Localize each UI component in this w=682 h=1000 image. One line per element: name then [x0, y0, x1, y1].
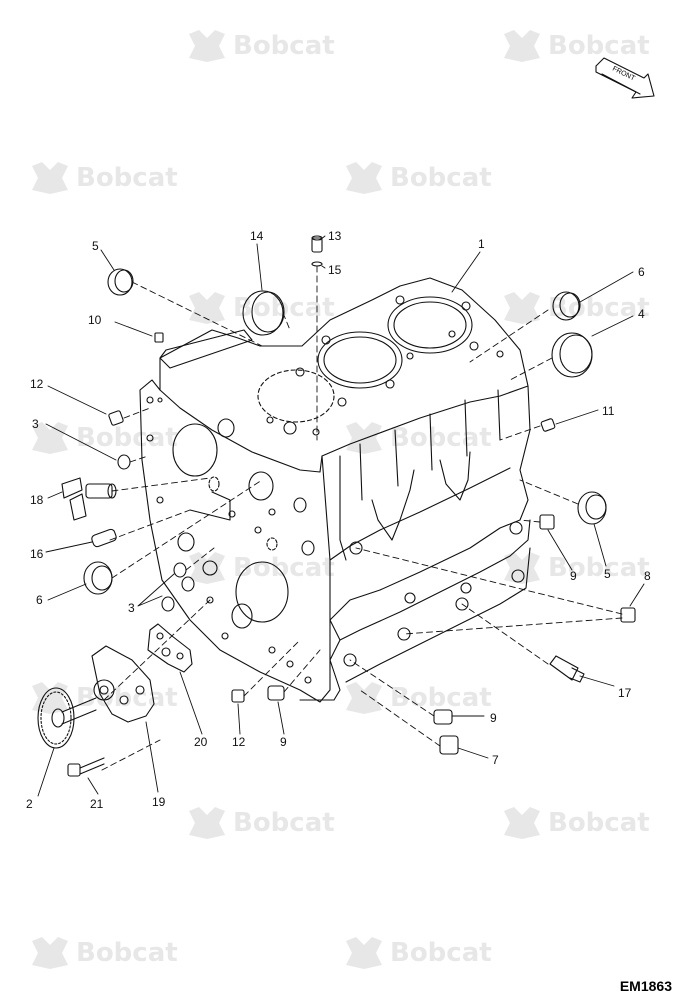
part-2-gear [37, 687, 97, 749]
callout-20: 20 [194, 735, 208, 749]
watermark-text: Bobcat [390, 163, 492, 193]
callout-6-upper: 6 [638, 265, 645, 279]
assembly-guide-lines [101, 265, 623, 771]
bobcat-head-icon [32, 422, 68, 454]
callout-10: 10 [88, 313, 102, 327]
part-9-plug-lower [433, 709, 453, 725]
part-15-o-ring [311, 261, 323, 267]
callout-7: 7 [492, 753, 499, 767]
part-16-dowel [91, 528, 117, 548]
part-21-bolt [67, 757, 105, 777]
bobcat-head-icon [346, 162, 382, 194]
callout-4: 4 [638, 307, 645, 321]
callout-8: 8 [644, 569, 651, 583]
bobcat-head-icon [32, 162, 68, 194]
watermark-logo: Bobcat [342, 935, 492, 971]
part-6-plug-upper [552, 291, 581, 321]
part-8-plug [620, 607, 636, 623]
part-5-seal-lower [577, 491, 607, 525]
part-3-plug-upper [117, 454, 131, 470]
part-12-sleeve-upper [108, 410, 124, 426]
bobcat-head-icon [504, 807, 540, 839]
callout-12-lower: 12 [232, 735, 246, 749]
part-19-oil-pump [91, 645, 155, 723]
figure-code: EM1863 [619, 978, 672, 994]
callout-9-lower: 9 [490, 711, 497, 725]
bobcat-head-icon [346, 937, 382, 969]
callout-6-lower: 6 [36, 593, 43, 607]
watermark-text: Bobcat [233, 808, 335, 838]
watermark-logo: Bobcat [500, 28, 650, 64]
part-4-plug [551, 332, 593, 378]
part-20-gasket [147, 623, 193, 673]
watermark-logo: Bobcat [28, 680, 178, 716]
watermark-text: Bobcat [76, 683, 178, 713]
watermark-logo: Bobcat [342, 160, 492, 196]
part-7-plug [439, 735, 459, 755]
callout-leader-lines [37, 235, 645, 797]
watermark-text: Bobcat [548, 808, 650, 838]
callout-3-lower: 3 [128, 601, 135, 615]
watermark-text: Bobcat [233, 553, 335, 583]
part-10-pin [154, 332, 164, 343]
callout-19: 19 [152, 795, 166, 809]
part-3-plugs-lower [161, 562, 195, 612]
watermark-logo: Bobcat [500, 290, 650, 326]
callout-14: 14 [250, 229, 264, 243]
part-12-sleeve-lower [231, 689, 245, 703]
bobcat-head-icon [189, 30, 225, 62]
callout-13: 13 [328, 229, 342, 243]
bobcat-head-icon [504, 292, 540, 324]
watermark-text: Bobcat [390, 938, 492, 968]
part-17-oil-pressure-switch [549, 655, 585, 683]
callout-12-upper: 12 [30, 377, 44, 391]
part-6-seal-lower [83, 561, 113, 595]
watermark-logo: Bobcat [185, 28, 335, 64]
bobcat-head-icon [504, 30, 540, 62]
callout-9-right: 9 [570, 569, 577, 583]
part-9-plug-center [267, 685, 285, 701]
watermark-logo: Bobcat [342, 420, 492, 456]
watermark-text: Bobcat [548, 31, 650, 61]
watermark-text: Bobcat [76, 938, 178, 968]
watermark-logo: Bobcat [28, 160, 178, 196]
front-arrow-icon [595, 57, 655, 99]
bobcat-head-icon [504, 552, 540, 584]
part-18-drain-cock [61, 477, 117, 521]
bobcat-head-icon [32, 682, 68, 714]
part-13-dowel-pin [311, 235, 323, 253]
callout-16: 16 [30, 547, 44, 561]
bobcat-head-icon [189, 807, 225, 839]
bobcat-head-icon [346, 682, 382, 714]
callout-11: 11 [602, 404, 615, 418]
part-9-plug-right [539, 514, 555, 530]
bobcat-head-icon [189, 292, 225, 324]
part-11-sleeve [540, 418, 556, 432]
cylinder-block [139, 277, 531, 703]
watermark-text: Bobcat [390, 423, 492, 453]
callout-5-upper: 5 [92, 239, 99, 253]
callout-labels: 1 2 3 3 4 5 5 6 6 7 8 9 9 9 10 11 12 12 … [26, 229, 651, 811]
bobcat-head-icon [346, 422, 382, 454]
callout-18: 18 [30, 493, 44, 507]
callout-17: 17 [618, 686, 632, 700]
callout-3-upper: 3 [32, 417, 39, 431]
watermark-logo: Bobcat [500, 805, 650, 841]
callout-1: 1 [478, 237, 485, 251]
callout-15: 15 [328, 263, 342, 277]
watermark-logo: Bobcat [185, 805, 335, 841]
bobcat-head-icon [32, 937, 68, 969]
watermark-logo: Bobcat [28, 935, 178, 971]
callout-9-center: 9 [280, 735, 287, 749]
callout-2: 2 [26, 797, 33, 811]
watermark-text: Bobcat [233, 31, 335, 61]
part-14-plug [242, 290, 285, 336]
watermark-text: Bobcat [76, 163, 178, 193]
callout-21: 21 [90, 797, 104, 811]
callout-5-lower: 5 [604, 567, 611, 581]
watermark-text: Bobcat [548, 293, 650, 323]
part-5-plug-upper [107, 268, 134, 296]
